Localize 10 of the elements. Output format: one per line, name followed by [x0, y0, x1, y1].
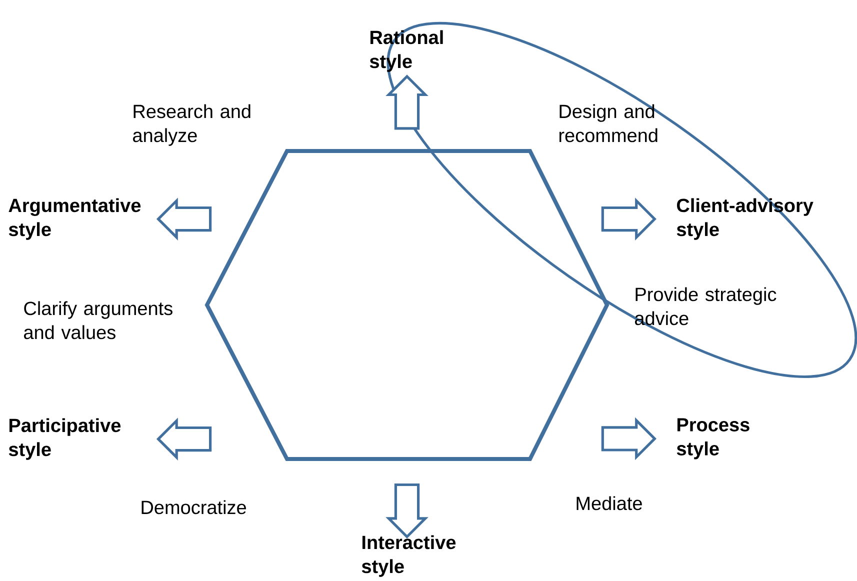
- style-label: Interactive style: [362, 535, 456, 577]
- annotation-text: Democratize: [142, 500, 246, 514]
- style-label: Argumentative style: [8, 198, 141, 240]
- annotation-text: Clarify arguments and values: [24, 301, 172, 340]
- annotation-text: Research and analyze: [133, 104, 250, 146]
- annotation-text: Design and recommend: [559, 104, 658, 142]
- annotation-text: Mediate: [576, 496, 642, 510]
- style-label: Process style: [676, 418, 750, 460]
- style-label: Participative style: [8, 418, 121, 460]
- annotation-text: Provide strategic advice: [635, 287, 776, 326]
